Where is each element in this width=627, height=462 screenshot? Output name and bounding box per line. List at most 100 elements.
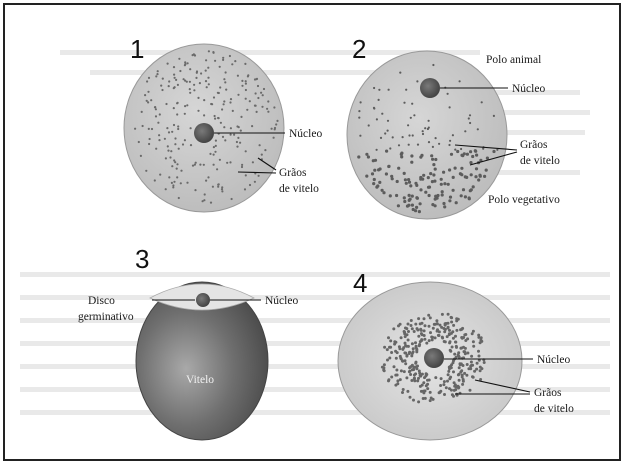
yolk-granule <box>394 384 397 387</box>
yolk-granule <box>428 194 431 197</box>
yolk-granule <box>205 180 207 182</box>
yolk-granule <box>407 124 409 126</box>
yolk-granule <box>454 167 457 170</box>
yolk-granule <box>441 337 444 340</box>
yolk-granule <box>210 202 212 204</box>
yolk-granule <box>164 138 166 140</box>
yolk-granule <box>463 333 466 336</box>
yolk-granule <box>466 363 469 366</box>
yolk-granule <box>255 92 257 94</box>
yolk-granule <box>276 120 278 122</box>
yolk-granule <box>262 94 264 96</box>
yolk-granule <box>447 313 450 316</box>
yolk-granule <box>414 323 417 326</box>
yolk-granule <box>448 377 451 380</box>
yolk-granule <box>171 182 173 184</box>
yolk-granule <box>415 184 418 187</box>
yolk-granule <box>469 150 472 153</box>
yolk-granule <box>273 106 275 108</box>
yolk-granule <box>177 102 179 104</box>
yolk-granule <box>428 339 431 342</box>
yolk-granule <box>190 144 192 146</box>
yolk-granule <box>467 367 470 370</box>
yolk-granule <box>226 162 228 164</box>
yolk-granule <box>200 72 202 74</box>
yolk-granule <box>434 323 437 326</box>
yolk-granule <box>450 389 453 392</box>
yolk-granule <box>422 133 424 135</box>
yolk-granule <box>447 326 450 329</box>
yolk-granule <box>184 105 186 107</box>
yolk-granule <box>406 333 409 336</box>
yolk-granule <box>442 202 445 205</box>
yolk-granule <box>150 99 152 101</box>
yolk-granule <box>434 376 437 379</box>
label-nucleus-2: Núcleo <box>512 83 545 95</box>
yolk-granule <box>441 313 444 316</box>
yolk-granule <box>413 377 416 380</box>
yolk-granule <box>241 80 243 82</box>
yolk-granule <box>173 87 175 89</box>
yolk-granule <box>177 125 179 127</box>
yolk-granule <box>216 168 218 170</box>
yolk-granule <box>406 390 409 393</box>
yolk-granule <box>405 376 408 379</box>
yolk-granule <box>483 361 486 364</box>
yolk-granule <box>417 317 420 320</box>
yolk-granule <box>440 326 443 329</box>
yolk-granule <box>477 128 479 130</box>
label-yolk-2-line2: de vitelo <box>520 155 560 167</box>
yolk-granule <box>452 370 455 373</box>
yolk-granule <box>451 346 454 349</box>
yolk-granule <box>416 379 419 382</box>
yolk-granule <box>420 338 423 341</box>
yolk-granule <box>398 144 400 146</box>
yolk-granule <box>461 374 464 377</box>
yolk-granule <box>409 184 412 187</box>
yolk-granule <box>427 314 430 317</box>
yolk-granule <box>432 146 434 148</box>
yolk-granule <box>172 184 174 186</box>
yolk-granule <box>434 168 437 171</box>
yolk-granule <box>469 122 471 124</box>
yolk-granule <box>359 135 361 137</box>
yolk-granule <box>423 329 426 332</box>
yolk-granule <box>399 323 402 326</box>
label-nucleus-4: Núcleo <box>537 354 570 366</box>
yolk-granule <box>261 154 263 156</box>
yolk-granule <box>472 340 475 343</box>
yolk-granule <box>425 342 428 345</box>
yolk-granule <box>257 85 259 87</box>
yolk-granule <box>387 336 390 339</box>
yolk-granule <box>449 349 452 352</box>
yolk-granule <box>428 141 430 143</box>
yolk-granule <box>214 118 216 120</box>
yolk-granule <box>373 87 375 89</box>
yolk-granule <box>459 80 461 82</box>
yolk-granule <box>471 375 474 378</box>
yolk-granule <box>449 340 452 343</box>
yolk-granule <box>193 53 195 55</box>
yolk-granule <box>444 322 447 325</box>
yolk-granule <box>432 163 435 166</box>
yolk-granule <box>145 170 147 172</box>
yolk-granule <box>407 339 410 342</box>
yolk-granule <box>464 130 466 132</box>
yolk-granule <box>256 78 258 80</box>
yolk-granule <box>478 174 481 177</box>
yolk-granule <box>423 317 426 320</box>
yolk-granule <box>406 354 409 357</box>
yolk-granule <box>462 188 465 191</box>
yolk-granule <box>449 196 452 199</box>
yolk-granule <box>205 59 207 61</box>
yolk-granule <box>189 81 191 83</box>
yolk-granule <box>239 142 241 144</box>
yolk-granule <box>463 350 466 353</box>
yolk-granule <box>401 391 404 394</box>
yolk-granule <box>478 355 481 358</box>
yolk-granule <box>445 386 448 389</box>
yolk-granule <box>471 332 474 335</box>
yolk-granule <box>427 128 429 130</box>
yolk-granule <box>457 351 460 354</box>
yolk-granule <box>405 327 408 330</box>
